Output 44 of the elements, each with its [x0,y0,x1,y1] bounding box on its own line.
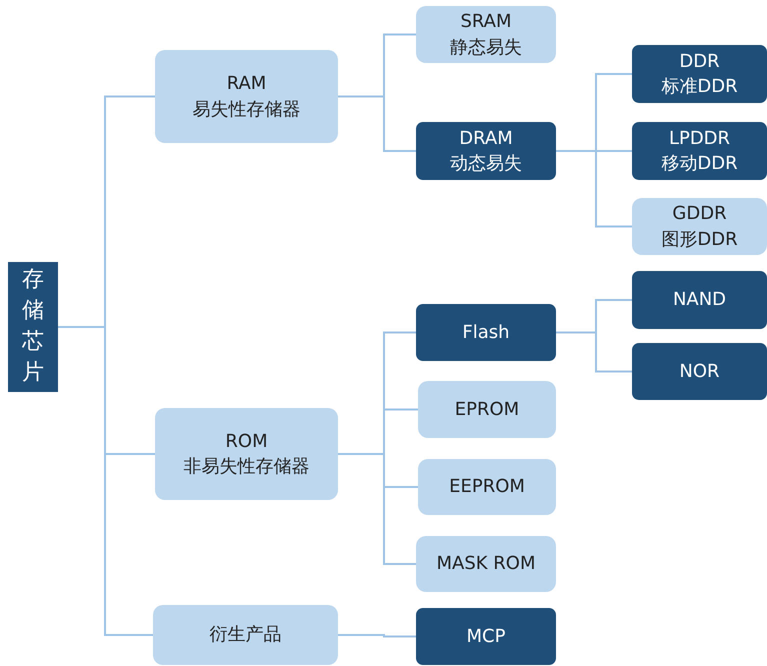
node-label: SRAM [460,10,512,34]
connector-line [556,150,632,228]
title-box [8,262,58,392]
node-label: MCP [466,624,506,649]
node-label: 衍生产品 [210,623,282,648]
category-box [418,381,556,438]
node-label: Flash [462,320,510,345]
node-label: LPDDR [668,126,730,151]
category-box [416,608,556,665]
node-label: 存储芯片 [22,266,44,387]
category-box [155,50,338,143]
category-box [632,45,767,103]
category-box [418,459,556,515]
connector-line [338,634,416,638]
category-box [632,198,767,255]
category-box [632,271,767,329]
node-label: 动态易失 [450,152,522,176]
node-label: GDDR [672,202,727,226]
node-label: EEPROM [449,475,525,500]
node-label: RAM [226,72,266,96]
node-label: DRAM [459,126,513,151]
node-label: ROM [225,430,268,454]
category-box [632,122,767,180]
node-label: EPROM [454,398,520,422]
node-label: NAND [672,288,726,312]
category-box [416,304,556,361]
connector-line [58,326,153,636]
node-label: 非易失性存储器 [184,455,310,479]
node-label: DDR [679,50,720,74]
node-label: 图形DDR [661,228,738,252]
category-box [416,6,556,63]
connector-line [338,453,416,565]
node-label: 标准DDR [661,75,738,99]
node-label: 易失性存储器 [192,98,300,122]
node-label: MASK ROM [436,552,536,576]
node-label: 静态易失 [450,36,522,60]
node-label: NOR [679,360,720,384]
category-box [632,343,767,400]
category-box [153,605,338,665]
category-box [416,122,556,180]
category-box [155,408,338,500]
node-label: 移动DDR [661,152,738,176]
category-box [416,536,556,592]
connector-line [338,96,416,152]
